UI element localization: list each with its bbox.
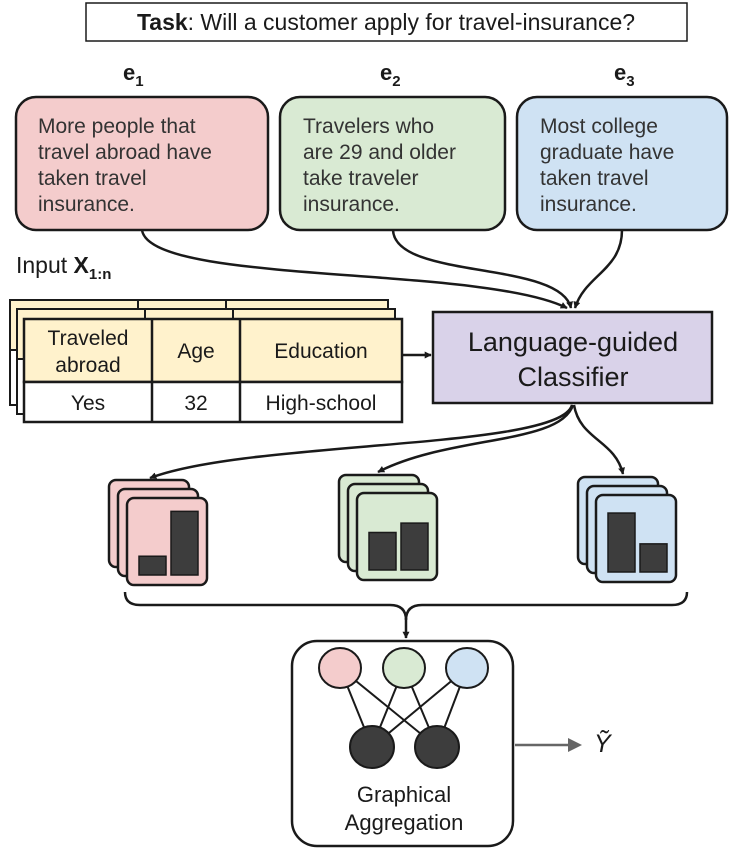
table-cell-age: 32 (184, 392, 207, 415)
table-header-age: Age (177, 340, 214, 363)
table-cell-traveled: Yes (71, 392, 105, 415)
agg-input-node-3 (445, 647, 489, 689)
explanation-3: e3 Most college graduate have taken trav… (515, 60, 729, 232)
explanation-2-box (278, 95, 507, 232)
agg-hidden-node-1 (349, 725, 395, 769)
arrow-classifier-to-dist-3 (572, 404, 625, 475)
arrow-e2-to-classifier (391, 229, 573, 309)
output-label: Ỹ (594, 729, 613, 758)
table-cell-education: High-school (266, 392, 377, 415)
explanation-arrows (140, 229, 624, 310)
task-text: Task: Will a customer apply for travel-i… (137, 9, 635, 35)
explanation-1-line-2: travel abroad have (38, 141, 212, 164)
explanation-2-line-1: Travelers who (303, 115, 434, 138)
classifier-label-line-1: Language-guided (468, 327, 678, 357)
classifier-box (431, 310, 714, 405)
task-header: Task: Will a customer apply for travel-i… (85, 2, 688, 42)
explanation-2: e2 Travelers who are 29 and older take t… (278, 60, 507, 232)
distribution-card-2 (337, 473, 439, 582)
aggregation-brace (123, 591, 689, 621)
distribution-2-bar-2 (400, 522, 429, 571)
output-arrow-head (568, 738, 582, 752)
explanation-1: e1 More people that travel abroad have t… (14, 60, 270, 232)
table-header-education: Education (274, 340, 367, 363)
explanation-2-line-4: insurance. (303, 193, 400, 216)
distribution-2-bar-1 (368, 531, 397, 571)
classifier: Language-guided Classifier (431, 310, 714, 405)
task-question: : Will a customer apply for travel-insur… (188, 9, 635, 35)
arrow-e3-to-classifier (573, 229, 624, 309)
input-label: Input X1:n (16, 252, 111, 283)
explanation-3-title: e3 (614, 60, 635, 90)
distribution-card-1 (107, 478, 209, 587)
table-header-traveled: Traveled (48, 327, 129, 350)
table-header-abroad: abroad (55, 354, 120, 377)
table-front (22, 317, 404, 424)
graphical-aggregation: Graphical Aggregation (290, 639, 515, 848)
distribution-card-3 (576, 475, 678, 584)
distribution-1-bar-1 (138, 555, 167, 576)
explanation-3-line-3: taken travel (540, 167, 649, 190)
arrow-e1-to-classifier (140, 229, 568, 310)
explanation-3-line-4: insurance. (540, 193, 637, 216)
distribution-1-bar-2 (170, 510, 199, 576)
explanation-1-line-1: More people that (38, 115, 196, 138)
explanation-2-line-2: are 29 and older (303, 141, 456, 164)
aggregation-label-line-1: Graphical (357, 782, 451, 807)
explanation-1-title: e1 (123, 60, 144, 90)
arrow-classifier-to-dist-2 (377, 404, 575, 474)
agg-input-node-1 (318, 647, 362, 689)
classifier-arrows (149, 404, 625, 480)
explanation-3-line-2: graduate have (540, 141, 674, 164)
agg-input-node-2 (382, 647, 426, 689)
distribution-3-bar-1 (607, 512, 636, 573)
explanation-2-line-3: take traveler (303, 167, 419, 190)
explanation-2-title: e2 (380, 60, 401, 90)
table-value-row (22, 380, 404, 424)
classifier-label-line-2: Classifier (517, 362, 628, 392)
task-label: Task (137, 9, 188, 35)
aggregation-label-line-2: Aggregation (345, 810, 464, 835)
distribution-3-bar-2 (639, 543, 668, 573)
prediction-distributions (107, 473, 678, 587)
input-table: Traveled abroad Age Education Yes 32 Hig… (9, 299, 404, 424)
explanation-1-line-3: taken travel (38, 167, 147, 190)
explanation-1-line-4: insurance. (38, 193, 135, 216)
agg-hidden-node-2 (414, 725, 460, 769)
explanation-3-line-1: Most college (540, 115, 658, 138)
arrow-classifier-to-dist-1 (149, 404, 574, 480)
